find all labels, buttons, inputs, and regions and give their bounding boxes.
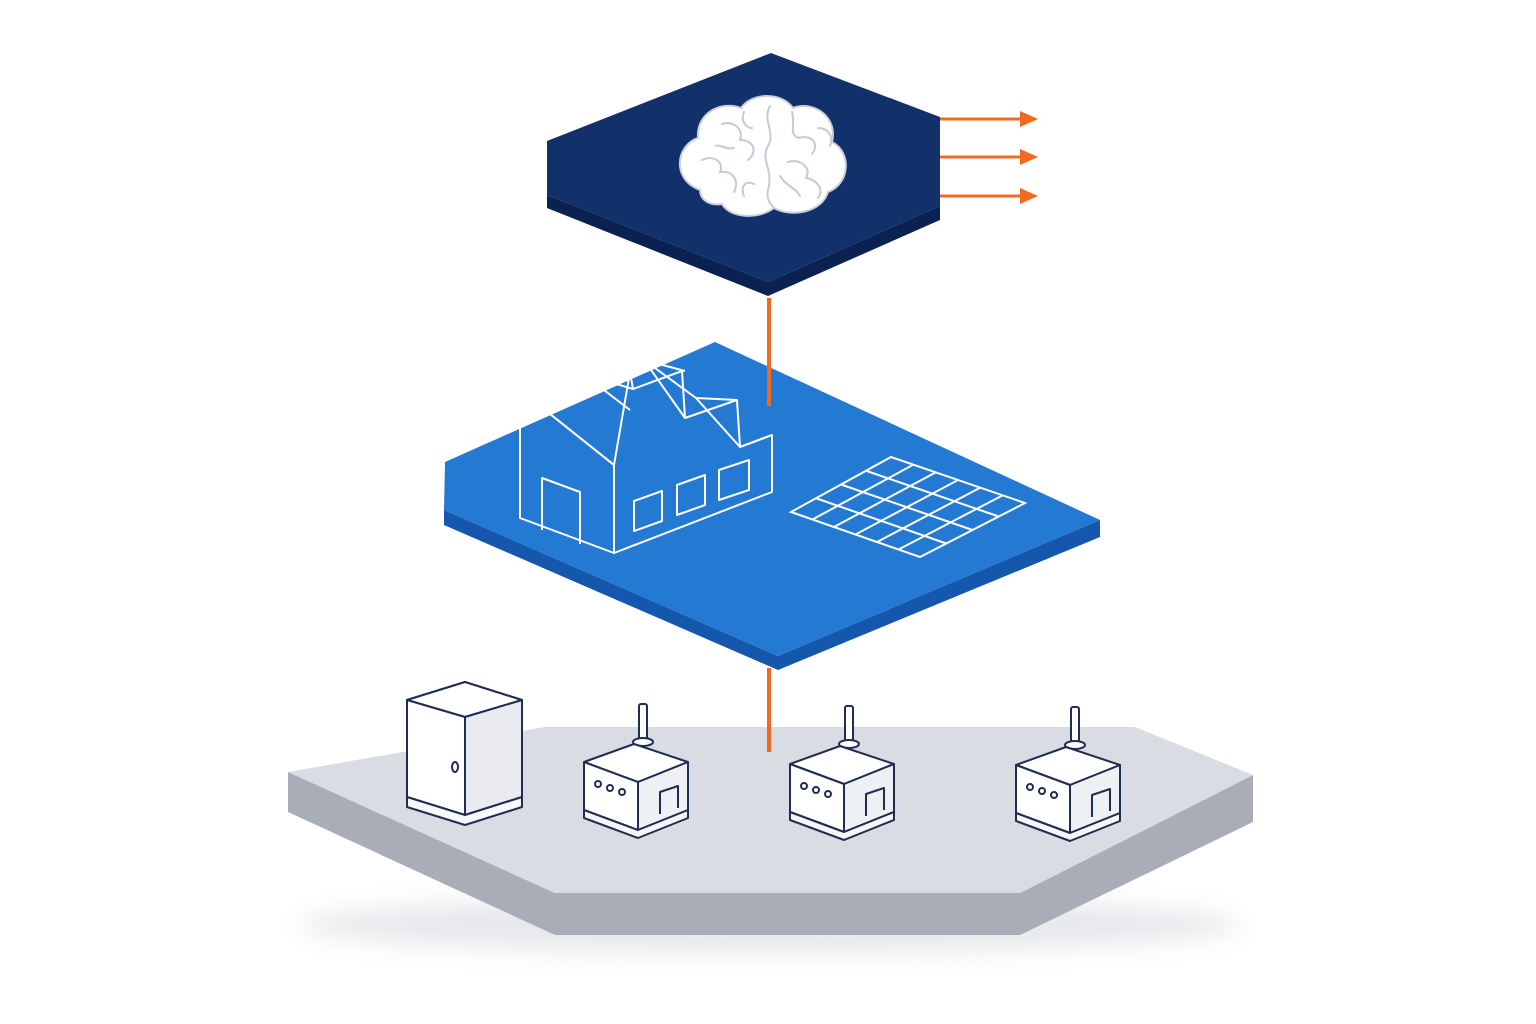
sensor-box-icon (789, 705, 895, 841)
output-arrow (940, 188, 1038, 204)
factory-icon (519, 359, 773, 554)
sensor-box-icon (583, 703, 689, 839)
middle-layer-side (444, 510, 1100, 670)
middle-layer-facility (444, 342, 1100, 670)
cabinet-icon (406, 681, 523, 826)
output-arrows (940, 111, 1038, 204)
bottom-layer-edge-devices (288, 681, 1253, 953)
middle-layer-top (444, 342, 1100, 656)
top-layer-side (547, 195, 940, 296)
top-layer-intelligence (547, 53, 1038, 296)
sensor-box-icon (1015, 706, 1121, 842)
brain-icon (678, 95, 847, 217)
output-arrow (940, 111, 1038, 127)
bottom-layer-side (288, 772, 1253, 935)
solar-panel-icon (788, 455, 1028, 559)
output-arrow (940, 149, 1038, 165)
bottom-layer-top (288, 727, 1253, 893)
